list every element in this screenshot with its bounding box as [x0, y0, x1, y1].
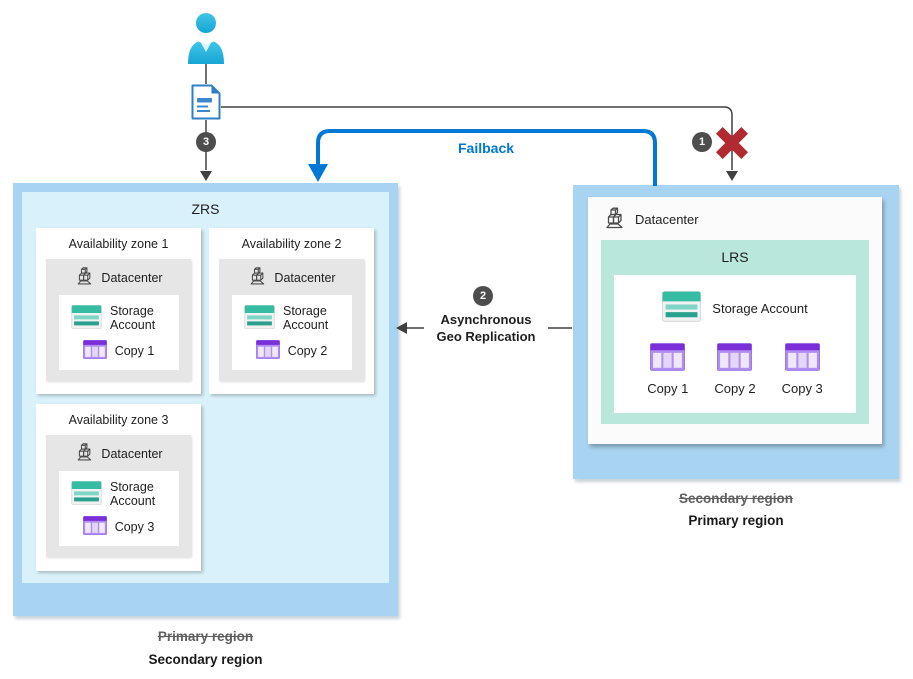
datacenter-box: Datacenter — [219, 259, 364, 381]
copy-label: Copy 1 — [647, 381, 689, 396]
left-region-current-role: Secondary region — [148, 652, 263, 667]
datacenter-label: Datacenter — [101, 270, 163, 285]
datacenter-box: Datacenter LRS Storage — [588, 197, 882, 444]
step-2-badge: 2 — [473, 286, 493, 306]
async-label-line1: Asynchronous — [440, 312, 532, 327]
step-3-badge: 3 — [196, 132, 216, 152]
storage-account-icon — [244, 304, 275, 332]
copy-label: Copy 3 — [781, 381, 823, 396]
step-1-badge: 1 — [692, 132, 712, 152]
datacenter-icon — [247, 266, 267, 289]
datacenter-label: Datacenter — [635, 212, 699, 227]
right-region-current-role: Primary region — [688, 513, 784, 528]
storage-account-label: Storage Account — [712, 300, 808, 316]
storage-account-icon — [662, 291, 702, 325]
datacenter-box: Datacenter — [46, 435, 191, 557]
copy-item: Copy 1 — [647, 343, 688, 396]
right-region-previous-role: Secondary region — [678, 491, 794, 506]
failback-label: Failback — [457, 140, 515, 156]
storage-account-icon — [71, 304, 102, 332]
async-label-line2: Geo Replication — [436, 328, 536, 344]
datacenter-label: Datacenter — [101, 446, 163, 461]
table-copy-icon — [82, 516, 107, 538]
primary-region-box: Datacenter LRS Storage — [573, 185, 899, 479]
copy-label: Copy 2 — [714, 381, 756, 396]
storage-account-label: Storage Account — [110, 304, 156, 332]
datacenter-inner: Storage Account — [58, 295, 179, 370]
red-x-icon — [713, 124, 751, 167]
table-copy-icon — [717, 343, 753, 374]
availability-zone-1: Availability zone 1 Datacenter — [36, 228, 201, 394]
zone-title: Availability zone 1 — [68, 237, 169, 251]
datacenter-box: Datacenter — [46, 259, 191, 381]
copy-item: Copy 2 — [714, 343, 756, 396]
availability-zone-3: Availability zone 3 Datacenter — [36, 404, 201, 571]
left-region-previous-role: Primary region — [157, 629, 254, 644]
table-copy-icon — [82, 340, 107, 362]
availability-zone-2: Availability zone 2 Datacenter — [209, 228, 374, 394]
lrs-title: LRS — [721, 249, 749, 265]
table-copy-icon — [650, 343, 686, 374]
datacenter-icon — [74, 442, 94, 465]
zrs-title: ZRS — [191, 201, 220, 217]
zrs-box: ZRS Availability zone 1 — [22, 192, 389, 583]
copy-label: Copy 2 — [287, 344, 328, 358]
copy-label: Copy 1 — [114, 344, 155, 358]
copy-item: Copy 3 — [782, 343, 823, 396]
copy-label: Copy 3 — [114, 520, 155, 534]
table-copy-icon — [255, 340, 280, 362]
secondary-region-box: ZRS Availability zone 1 — [13, 183, 398, 616]
async-geo-replication-label: Asynchronous Geo Replication — [424, 310, 548, 348]
lrs-inner: Storage Account — [614, 275, 856, 413]
zone-title: Availability zone 3 — [68, 413, 169, 427]
table-copy-icon — [784, 343, 820, 374]
zone-title: Availability zone 2 — [241, 237, 342, 251]
datacenter-icon — [74, 266, 94, 289]
document-icon — [191, 84, 221, 125]
storage-account-icon — [71, 480, 102, 508]
person-icon — [183, 12, 229, 69]
datacenter-inner: Storage Account — [231, 295, 352, 370]
lrs-box: LRS Storage Account — [601, 240, 869, 424]
datacenter-inner: Storage Account — [58, 471, 179, 546]
datacenter-label: Datacenter — [274, 270, 336, 285]
datacenter-icon — [602, 206, 626, 233]
storage-account-label: Storage Account — [110, 480, 156, 508]
storage-account-label: Storage Account — [283, 304, 329, 332]
